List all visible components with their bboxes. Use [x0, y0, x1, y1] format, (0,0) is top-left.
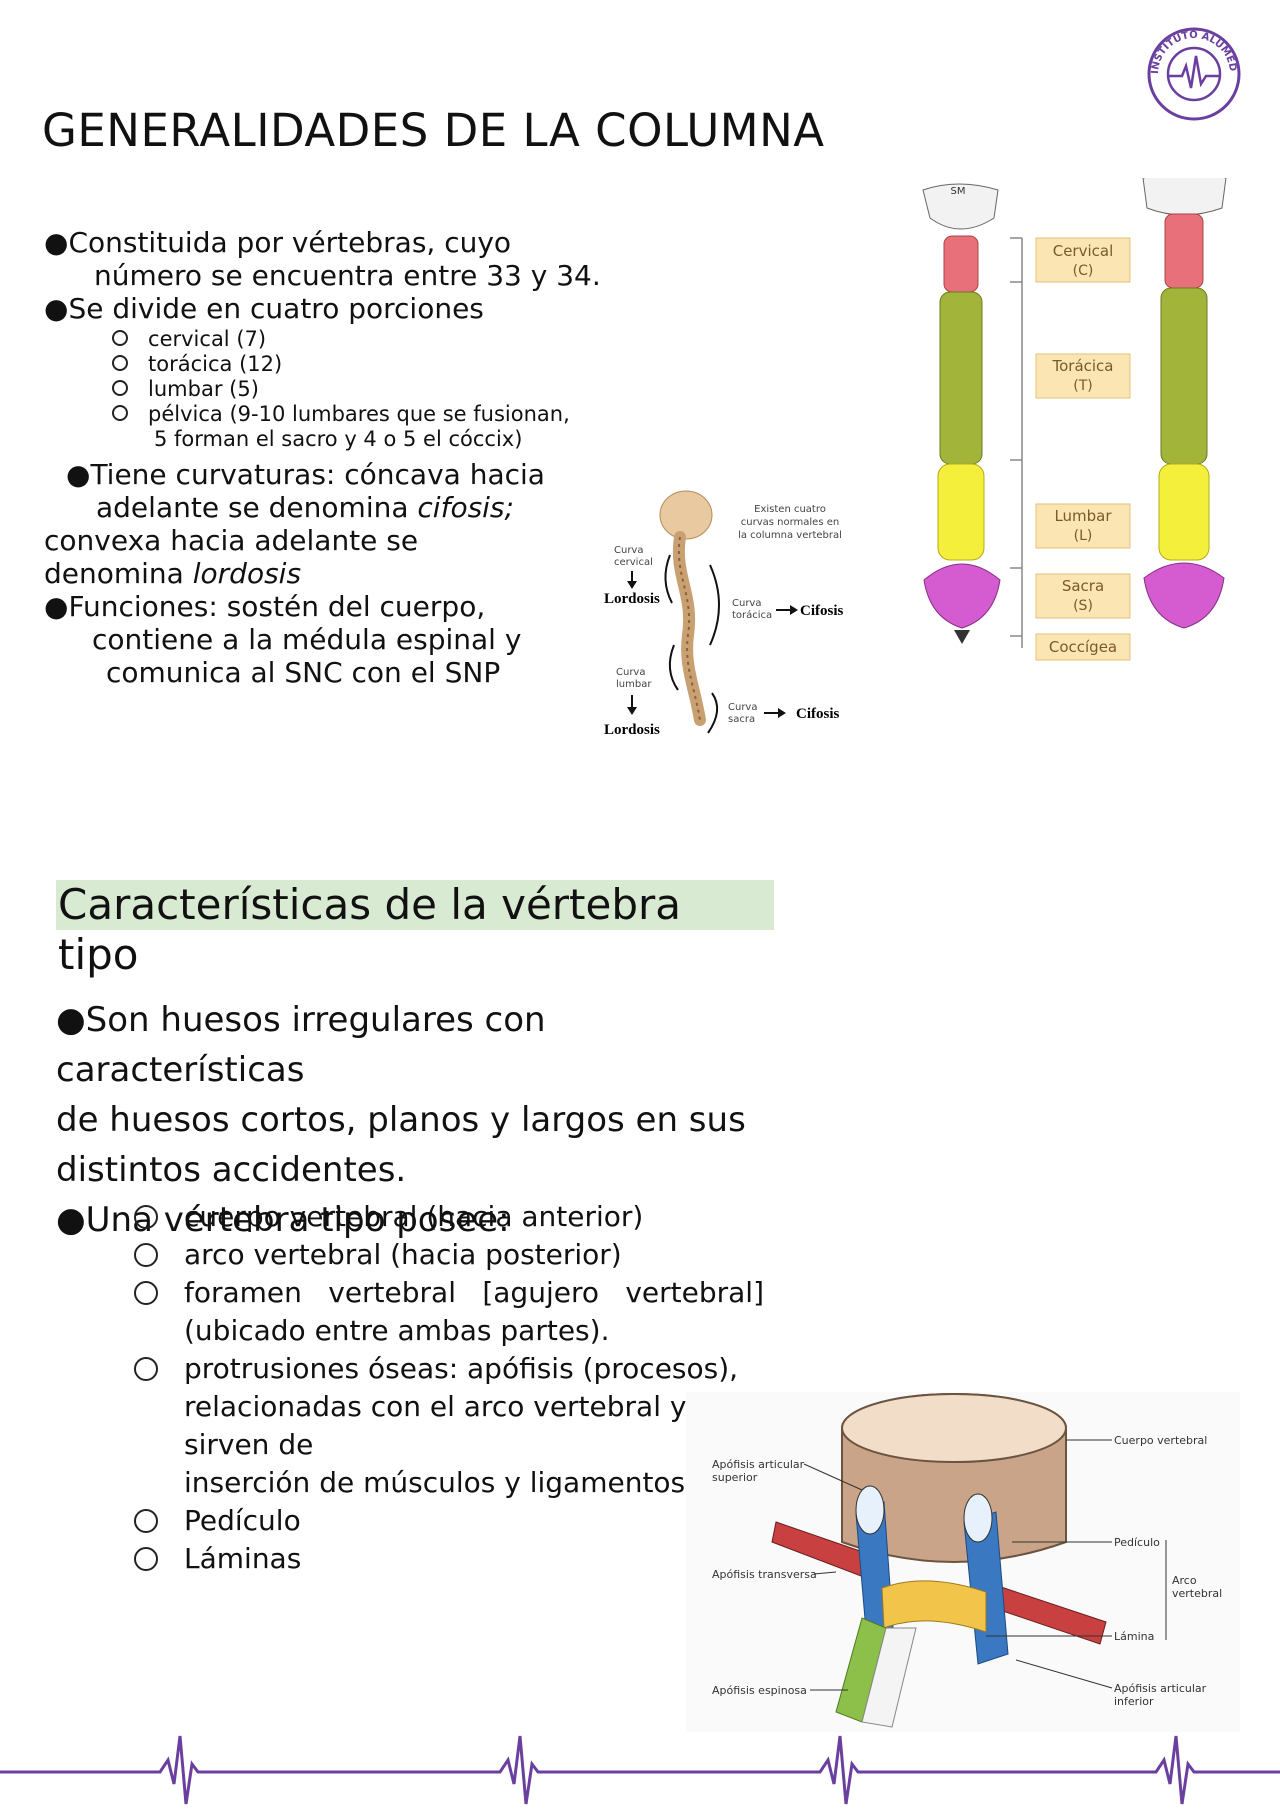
- note-line3: la columna vertebral: [738, 530, 842, 541]
- portion-item: pélvica (9-10 lumbares que se fusionan,: [148, 402, 570, 426]
- label-cifosis-1: Cifosis: [800, 603, 844, 619]
- s2-bullet1-line2: de huesos cortos, planos y largos en sus: [56, 1100, 746, 1140]
- section2-title: Características de la vértebra tipo: [56, 880, 774, 979]
- part-item: protrusiones óseas: apófisis (procesos),: [184, 1352, 739, 1385]
- label-pediculo: Pedículo: [1114, 1536, 1160, 1549]
- region-label-name: Coccígea: [1049, 638, 1117, 656]
- note-line1: Existen cuatro: [754, 504, 826, 515]
- bullet4-line2: contiene a la médula espinal y: [92, 623, 522, 656]
- curva-toracica-l2: torácica: [732, 609, 772, 621]
- label-transversa: Apófisis transversa: [712, 1568, 817, 1581]
- section1-text: Constituida por vértebras, cuyo número s…: [44, 226, 604, 689]
- part-item: Láminas: [184, 1542, 302, 1575]
- bullet-icon: [56, 1000, 86, 1040]
- bullet2-text: Se divide en cuatro porciones: [68, 292, 484, 325]
- bullet-icon: [56, 1200, 86, 1240]
- bullet-icon: [66, 458, 90, 491]
- skull-label: SM: [951, 186, 966, 197]
- circle-bullet-icon: [112, 355, 128, 371]
- region-label-name: Cervical: [1053, 242, 1114, 260]
- bullet-icon: [44, 226, 68, 259]
- curva-cervical-l1: Curva: [614, 545, 643, 556]
- circle-bullet-icon: [112, 380, 128, 396]
- institute-logo: INSTITUTO ALUMED: [1146, 26, 1242, 122]
- part-item-word: foramen: [184, 1276, 302, 1309]
- label-art-inf-l1: Apófisis articular: [1114, 1682, 1207, 1695]
- term-lordosis: lordosis: [192, 557, 302, 590]
- portions-list: cervical (7) torácica (12) lumbar (5) pé…: [44, 327, 604, 452]
- region-label-name: Torácica: [1051, 357, 1113, 375]
- portion-item: torácica (12): [148, 352, 283, 376]
- footer-heartbeat-line: [0, 1730, 1280, 1810]
- label-art-sup-l2: superior: [712, 1471, 758, 1484]
- circle-bullet-icon: [134, 1357, 158, 1381]
- region-label-abbr: (S): [1073, 598, 1093, 614]
- portion-item: cervical (7): [148, 327, 267, 351]
- part-item-word: vertebral]: [625, 1276, 764, 1309]
- label-art-inf-l2: inferior: [1114, 1695, 1154, 1708]
- circle-bullet-icon: [134, 1205, 158, 1229]
- term-cifosis: cifosis;: [417, 491, 514, 524]
- bullet1-line1: Constituida por vértebras, cuyo: [68, 226, 512, 259]
- region-label-abbr: (T): [1073, 378, 1092, 394]
- curva-toracica-l1: Curva: [732, 598, 761, 609]
- section1-title: GENERALIDADES DE LA COLUMNA: [42, 104, 825, 157]
- label-lamina: Lámina: [1114, 1630, 1154, 1643]
- circle-bullet-icon: [134, 1281, 158, 1305]
- bullet4-line3: comunica al SNC con el SNP: [106, 656, 501, 689]
- region-label-name: Lumbar: [1054, 507, 1112, 525]
- label-espinosa: Apófisis espinosa: [712, 1684, 807, 1697]
- region-label-name: Sacra: [1062, 577, 1104, 595]
- part-item-word: [agujero: [482, 1276, 599, 1309]
- part-item-word: vertebral: [328, 1276, 456, 1309]
- part-item: Pedículo: [184, 1504, 301, 1537]
- label-arco-l1: Arco: [1172, 1574, 1197, 1587]
- label-lordosis-1: Lordosis: [604, 591, 660, 607]
- circle-bullet-icon: [112, 405, 128, 421]
- vertebra-figure: Cuerpo vertebral Apófisis articular supe…: [686, 1392, 1240, 1732]
- label-arco-l2: vertebral: [1172, 1587, 1222, 1600]
- circle-bullet-icon: [112, 330, 128, 346]
- portion-item-cont: 5 forman el sacro y 4 o 5 el cóccix): [154, 427, 523, 451]
- label-art-sup-l1: Apófisis articular: [712, 1458, 805, 1471]
- spine-curves-figure: Existen cuatro curvas normales en la col…: [590, 485, 850, 745]
- part-item-cont: relacionadas con el arco vertebral y sir…: [184, 1390, 687, 1461]
- vertebra-parts-list: cuerpo vertebral (hacia anterior) arco v…: [134, 1198, 774, 1578]
- bullet4-line1: Funciones: sostén del cuerpo,: [68, 590, 486, 623]
- curva-sacra-l1: Curva: [728, 702, 757, 713]
- curva-sacra-l2: sacra: [728, 714, 755, 725]
- bullet3-line1: Tiene curvaturas: cóncava hacia: [90, 458, 545, 491]
- circle-bullet-icon: [134, 1509, 158, 1533]
- curva-lumbar-l1: Curva: [616, 667, 645, 678]
- bullet-icon: [44, 292, 68, 325]
- circle-bullet-icon: [134, 1243, 158, 1267]
- spine-regions-figure: SM Cervical (C) Torácica (T) Lumbar (L) …: [918, 173, 1238, 664]
- bullet3-line4a: denomina: [44, 557, 193, 590]
- label-cuerpo-vertebral: Cuerpo vertebral: [1114, 1434, 1207, 1447]
- part-item-cont: (ubicado entre ambas partes).: [184, 1314, 610, 1347]
- region-label-abbr: (L): [1074, 528, 1093, 544]
- region-label-abbr: (C): [1073, 263, 1094, 279]
- bullet-icon: [44, 590, 68, 623]
- circle-bullet-icon: [134, 1547, 158, 1571]
- bullet1-line2: número se encuentra entre 33 y 34.: [94, 259, 601, 292]
- portion-item: lumbar (5): [148, 377, 259, 401]
- s2-bullet1-line3: distintos accidentes.: [56, 1150, 407, 1190]
- label-lordosis-2: Lordosis: [604, 722, 660, 738]
- part-item: arco vertebral (hacia posterior): [184, 1238, 622, 1271]
- bullet3-line2a: adelante se denomina: [96, 491, 418, 524]
- curva-cervical-l2: cervical: [614, 557, 653, 568]
- bullet3-line3: convexa hacia adelante se: [44, 524, 419, 557]
- part-item-cont: inserción de músculos y ligamentos: [184, 1466, 686, 1499]
- note-line2: curvas normales en: [741, 517, 839, 528]
- s2-bullet1-line1: Son huesos irregulares con característic…: [56, 1000, 546, 1090]
- label-cifosis-2: Cifosis: [796, 706, 840, 722]
- curva-lumbar-l2: lumbar: [616, 679, 652, 690]
- part-item: cuerpo vertebral (hacia anterior): [184, 1200, 644, 1233]
